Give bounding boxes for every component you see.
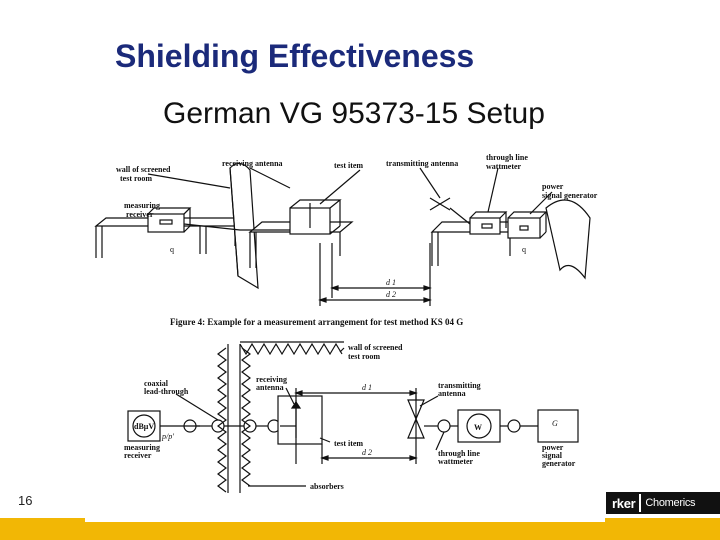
label-q-left: q: [170, 245, 174, 254]
label-lead-through: lead-through: [144, 387, 189, 396]
logo-text-secondary: Chomerics: [645, 497, 696, 509]
label-power-bottom: power: [542, 443, 564, 452]
label-transmitting-antenna: transmitting antenna: [386, 159, 458, 168]
label-transmitting: transmitting: [438, 381, 481, 390]
label-signal-bottom: signal: [542, 451, 563, 460]
slide-subtitle: German VG 95373-15 Setup: [163, 97, 545, 130]
label-transmitting-antenna-bottom: antenna: [438, 389, 466, 398]
logo-separator: [639, 494, 642, 512]
label-signal-generator: signal generator: [542, 191, 598, 200]
label-d2-bottom: d 2: [362, 448, 372, 457]
page-number: 16: [18, 493, 33, 508]
label-measuring-bottom: measuring: [124, 443, 160, 452]
label-generator-bottom: generator: [542, 459, 576, 468]
company-logo: rker Chomerics: [606, 492, 720, 514]
label-receiver: receiver: [126, 210, 154, 219]
label-g: G: [552, 419, 558, 428]
label-wall-bottom-2: test room: [348, 352, 380, 361]
label-through-line: through line: [486, 153, 528, 162]
label-d2-top: d 2: [386, 290, 396, 299]
label-coaxial: coaxial: [144, 379, 169, 388]
label-wattmeter-bottom: wattmeter: [438, 457, 474, 466]
footer-highlight: [85, 518, 605, 522]
label-receiving: receiving: [256, 375, 287, 384]
label-d1-top: d 1: [386, 278, 396, 287]
label-receiver-bottom: receiver: [124, 451, 152, 460]
label-measuring: measuring: [124, 201, 160, 210]
label-test-item-bottom: test item: [334, 439, 363, 448]
label-q-right: q: [522, 245, 526, 254]
setup-diagram: wall of screened test room receiving ant…: [90, 148, 610, 498]
label-absorbers: absorbers: [310, 482, 344, 491]
label-meter: dBμV: [134, 422, 154, 431]
label-wall: wall of screened: [116, 165, 171, 174]
label-test-item: test item: [334, 161, 363, 170]
label-receiving-antenna: receiving antenna: [222, 159, 283, 168]
label-w: W: [474, 423, 482, 432]
label-receiving-antenna-bottom: antenna: [256, 383, 284, 392]
setup-diagram-svg: wall of screened test room receiving ant…: [94, 153, 598, 493]
label-power: power: [542, 182, 564, 191]
label-d1-bottom: d 1: [362, 383, 372, 392]
label-wall-bottom: wall of screened: [348, 343, 403, 352]
footer-bar: [0, 518, 720, 540]
logo-text-primary: rker: [612, 495, 636, 511]
label-wall-2: test room: [120, 174, 152, 183]
label-pp: p/p': [161, 432, 174, 441]
label-through-line-bottom: through line: [438, 449, 480, 458]
slide-title: Shielding Effectiveness: [115, 38, 475, 74]
label-wattmeter: wattmeter: [486, 162, 522, 171]
figure-caption: Figure 4: Example for a measurement arra…: [170, 317, 463, 327]
